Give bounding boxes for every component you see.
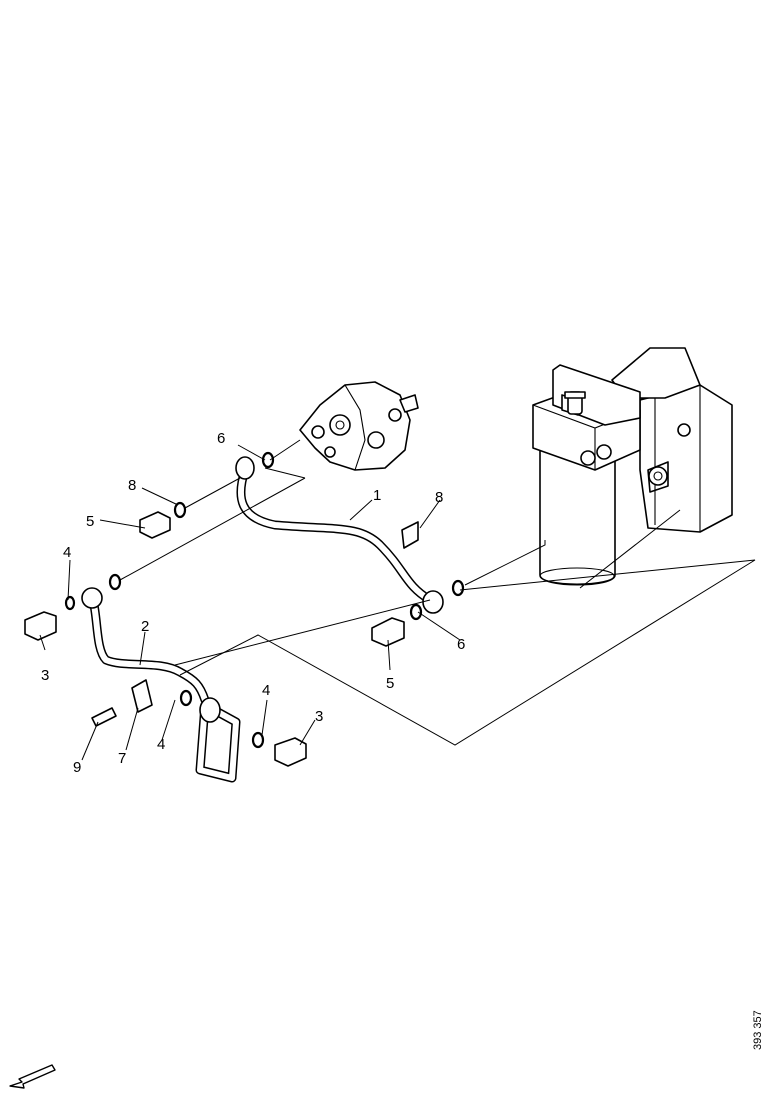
callout-1: 1 [373,487,381,504]
callout-labels: 1 2 3 3 4 4 4 5 5 6 6 8 8 7 9 [41,430,465,776]
callout-8-right: 8 [435,489,443,506]
callout-5-left: 5 [86,513,94,530]
callout-2: 2 [141,618,149,635]
callout-8-left: 8 [128,477,136,494]
callout-6-right: 6 [457,636,465,653]
callout-4-right: 4 [262,682,270,699]
callout-7: 7 [118,750,126,767]
callout-5-right: 5 [386,675,394,692]
callout-6-top: 6 [217,430,225,447]
fuel-pipe-2 [81,587,241,783]
direction-arrow-icon [9,1064,56,1089]
callout-9: 9 [73,759,81,776]
callout-4-middle: 4 [157,736,165,753]
callout-leaders [39,444,461,761]
reference-code: 393 357 [752,1010,764,1050]
assembly-lines [119,439,756,746]
callout-3-left: 3 [41,667,49,684]
callout-3-right: 3 [315,708,323,725]
injection-pump [299,381,419,471]
fuel-filter-assembly [532,347,733,586]
callout-4-left: 4 [63,544,71,561]
